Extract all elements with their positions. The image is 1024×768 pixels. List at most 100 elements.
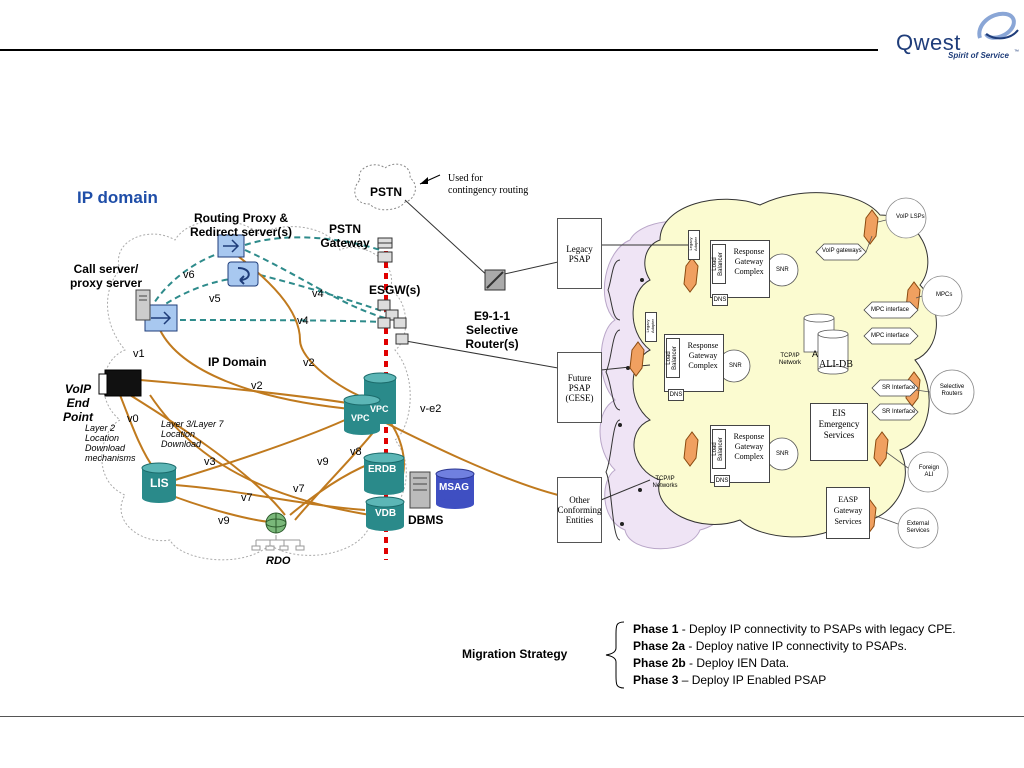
mpc-interface-2: MPC interface (871, 333, 910, 339)
phase-2b: Phase 2b - Deploy IEN Data. (633, 656, 790, 670)
iface-v0: v0 (127, 413, 139, 425)
call-server-label: Call server/ proxy server (69, 262, 143, 290)
call-server-tower (135, 289, 151, 321)
ip-domain-inner-label: IP Domain (208, 355, 267, 369)
qwest-trademark: ™ (1014, 49, 1019, 55)
vdb-label: VDB (375, 508, 397, 519)
phase-2a: Phase 2a - Deploy native IP connectivity… (633, 639, 907, 653)
iface-v3: v3 (204, 456, 216, 468)
iface-v9b: v9 (218, 515, 230, 527)
dbms-server (409, 471, 431, 509)
selective-router-device (484, 269, 506, 291)
pstn-label: PSTN (370, 185, 403, 199)
erdb-label: ERDB (368, 464, 397, 475)
qwest-tagline: Spirit of Service (948, 51, 1009, 60)
rdo-tree (251, 535, 305, 551)
lb-bottom (712, 429, 726, 469)
pstn-note: Used for contingency routing (448, 173, 529, 196)
msag-label: MSAG (439, 482, 469, 493)
lb-top (712, 244, 726, 284)
layer2-label: Layer 2 Location Download mechanisms (85, 423, 136, 463)
dns-top: DNS (712, 294, 728, 306)
msag-cylinder (435, 468, 475, 509)
header-rule (0, 49, 878, 51)
qwest-logo: Qwest Spirit of Service ™ (892, 8, 1022, 62)
redirect-server-icon (227, 261, 259, 287)
legacy-adapter-mid (645, 312, 657, 342)
iface-v4b: v4 (297, 315, 309, 327)
iface-v1: v1 (133, 348, 145, 360)
pstn-gateway-device (377, 237, 393, 263)
iface-v5: v5 (209, 293, 221, 305)
footer-rule (0, 716, 1024, 717)
phase-1: Phase 1 - Deploy IP connectivity to PSAP… (633, 622, 956, 636)
layer37-label: Layer 3/Layer 7 Location Download (161, 419, 224, 449)
ip-domain-title: IP domain (77, 188, 158, 207)
iface-v2b: v2 (251, 380, 263, 392)
qwest-swoosh-icon (977, 11, 1019, 40)
pstn-cloud (354, 163, 416, 211)
mpc-interface-1: MPC interface (871, 307, 910, 313)
mpcs-label: MPCs (936, 292, 953, 298)
voip-gateways-label: VoIP gateways (822, 248, 862, 254)
dns-mid: DNS (668, 389, 684, 401)
iface-v9a: v9 (317, 456, 329, 468)
iface-v2a: v2 (303, 357, 315, 369)
vpc-cylinder (343, 394, 381, 435)
iface-ve2: v-e2 (420, 403, 442, 415)
phase-3: Phase 3 – Deploy IP Enabled PSAP (633, 673, 827, 687)
e911-label: E9-1-1 Selective Router(s) (465, 309, 519, 351)
vpc-label: VPC (351, 413, 370, 423)
vpc-back-label: VPC (370, 404, 389, 414)
voip-lsps-label: VoIP LSPs (896, 214, 925, 220)
esgw-devices (377, 299, 409, 345)
migration-title: Migration Strategy (462, 647, 568, 661)
dns-bottom: DNS (714, 475, 730, 487)
lis-cylinder (141, 462, 177, 503)
ali-db-label: ALI-DB (819, 359, 853, 370)
voip-end-point-label: VoIP End Point (63, 382, 93, 424)
iface-v8: v8 (350, 446, 362, 458)
legacy-adapter-top (688, 230, 700, 260)
vdb-cylinder (365, 496, 405, 531)
iface-v6: v6 (183, 269, 195, 281)
esgw-label: ESGW(s) (369, 283, 421, 297)
sr-interface-2: SR Interface (882, 409, 916, 415)
sr-interface-1: SR Interface (882, 385, 916, 391)
lis-label: LIS (150, 476, 169, 490)
iface-v4a: v4 (312, 288, 324, 300)
rdo-label: RDO (266, 555, 291, 567)
routing-proxy-label: Routing Proxy & Redirect server(s) (189, 211, 293, 239)
routing-proxy-icon (217, 234, 245, 258)
pstn-gateway-label: PSTN Gateway (320, 222, 370, 250)
snr-bottom: SNR (776, 451, 789, 457)
dbms-label: DBMS (408, 513, 444, 527)
iface-v7b: v7 (241, 492, 253, 504)
snr-top: SNR (776, 267, 789, 273)
snr-mid: SNR (729, 363, 742, 369)
qwest-logo-text: Qwest (896, 30, 961, 55)
iface-v7a: v7 (293, 483, 305, 495)
rdo-globe (265, 512, 287, 534)
voip-phone-device (98, 369, 142, 397)
ali-back-label: A (812, 349, 819, 359)
lb-mid (666, 338, 680, 378)
erdb-cylinder (363, 452, 405, 495)
